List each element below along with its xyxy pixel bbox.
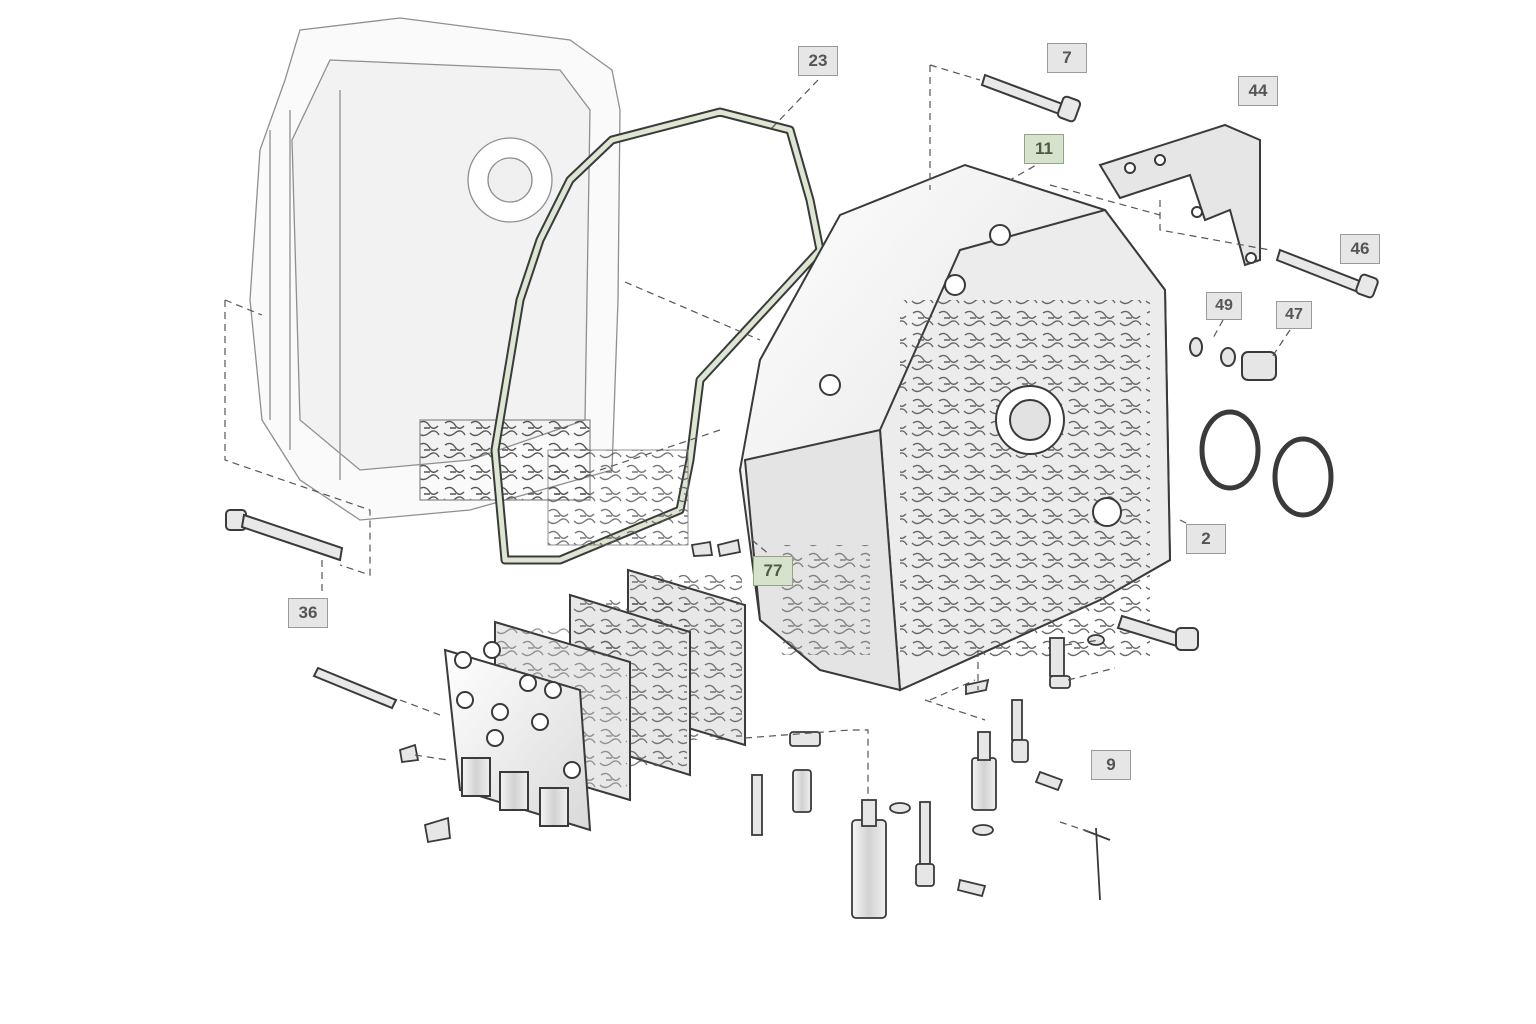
callout-23[interactable]: 23 xyxy=(798,46,838,76)
plug-and-seals xyxy=(1189,337,1334,518)
bolt-46 xyxy=(1275,248,1379,299)
callout-49[interactable]: 49 xyxy=(1206,292,1242,320)
bolt-36 xyxy=(225,509,344,562)
leader-lines xyxy=(224,64,1291,833)
rear-housing-ghost xyxy=(249,17,621,521)
stud-left xyxy=(312,666,398,710)
callout-46[interactable]: 46 xyxy=(1340,234,1380,264)
callout-47[interactable]: 47 xyxy=(1276,301,1312,329)
valve-plates xyxy=(494,568,746,802)
callout-11[interactable]: 11 xyxy=(1024,134,1064,164)
callout-44[interactable]: 44 xyxy=(1238,76,1278,106)
valve-body xyxy=(443,641,592,832)
callout-9[interactable]: 9 xyxy=(1091,750,1131,780)
callout-2[interactable]: 2 xyxy=(1186,524,1226,554)
small-parts xyxy=(398,538,1111,919)
gasket xyxy=(490,107,825,565)
callout-77[interactable]: 77 xyxy=(753,556,793,586)
main-housing xyxy=(738,163,1172,692)
bolt-7 xyxy=(980,73,1082,123)
callout-36[interactable]: 36 xyxy=(288,598,328,628)
bracket xyxy=(1098,123,1261,267)
bolt-lower-right xyxy=(1116,614,1199,651)
callout-7[interactable]: 7 xyxy=(1047,43,1087,73)
